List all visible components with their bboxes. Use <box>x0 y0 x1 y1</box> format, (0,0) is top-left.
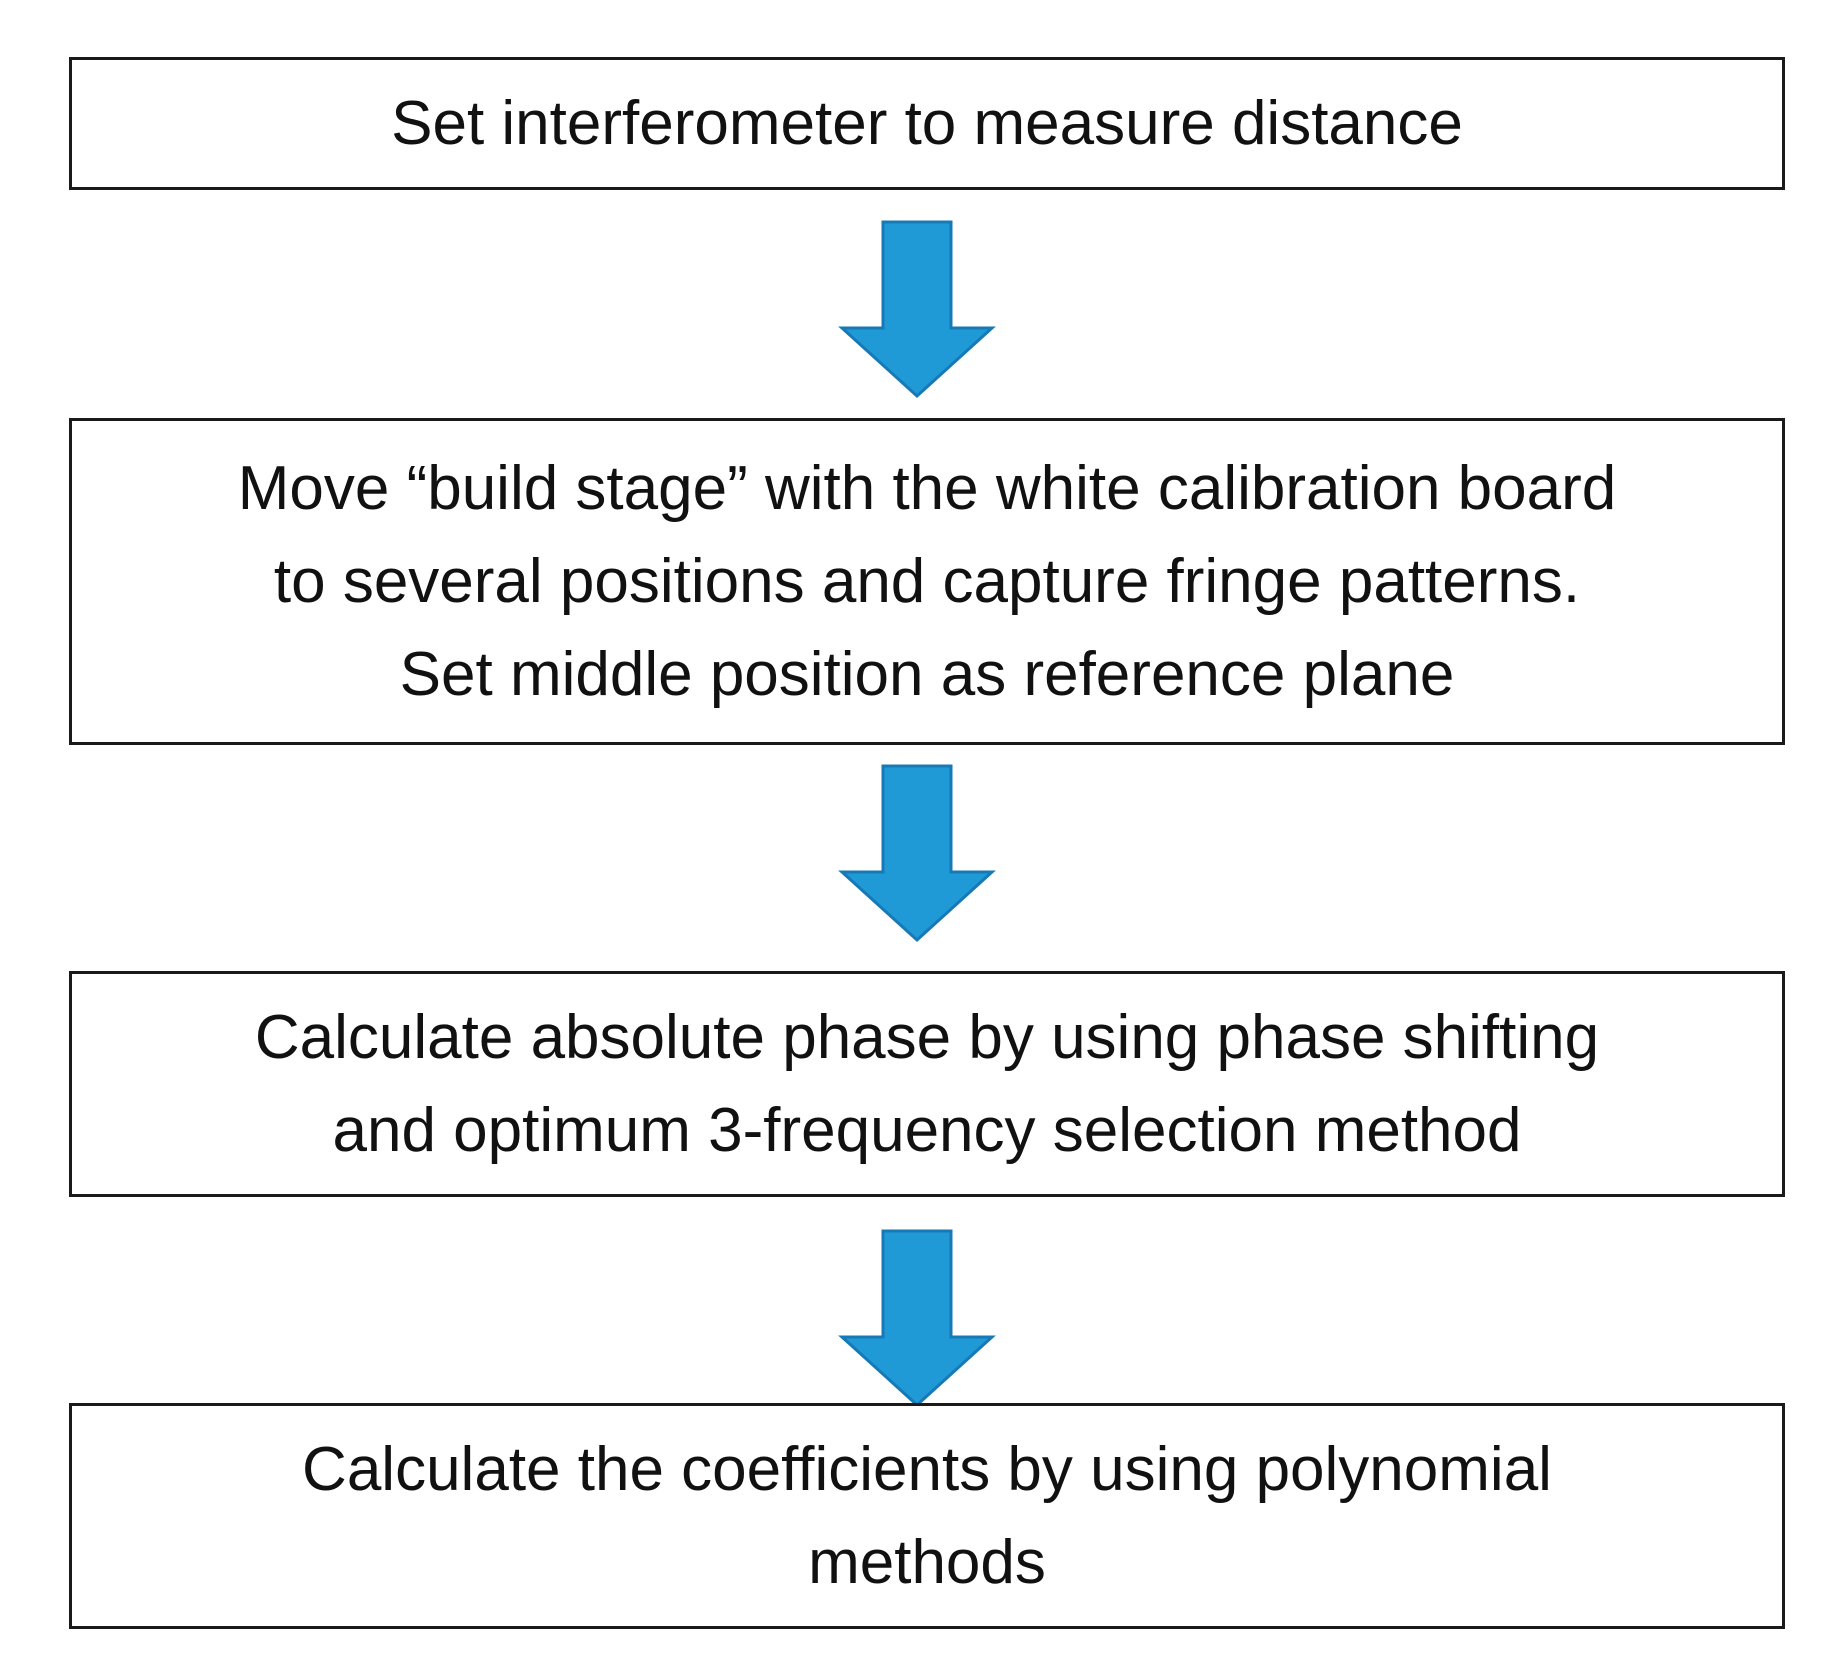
down-arrow-icon <box>838 764 996 943</box>
down-arrow-icon <box>838 220 996 399</box>
flowchart-step-4: Calculate the coefficients by using poly… <box>69 1403 1785 1629</box>
step-3-line-2: and optimum 3-frequency selection method <box>332 1096 1522 1165</box>
flowchart-step-3: Calculate absolute phase by using phase … <box>69 971 1785 1197</box>
down-arrow-icon <box>838 1229 996 1408</box>
arrow-3-shape <box>838 1229 996 1408</box>
step-2-line-2: to several positions and capture fringe … <box>273 547 1581 616</box>
step-2-line-3: Set middle position as reference plane <box>399 640 1455 709</box>
flowchart-step-2: Move “build stage” with the white calibr… <box>69 418 1785 745</box>
arrow-2-shape <box>838 764 996 943</box>
step-2-line-1: Move “build stage” with the white calibr… <box>237 454 1617 523</box>
flowchart-step-1: Set interferometer to measure distance <box>69 57 1785 190</box>
step-1-line-1: Set interferometer to measure distance <box>391 89 1463 158</box>
step-4-line-2: methods <box>808 1528 1046 1597</box>
step-3-line-1: Calculate absolute phase by using phase … <box>254 1003 1600 1072</box>
arrow-1-shape <box>838 220 996 399</box>
step-4-line-1: Calculate the coefficients by using poly… <box>302 1435 1552 1504</box>
